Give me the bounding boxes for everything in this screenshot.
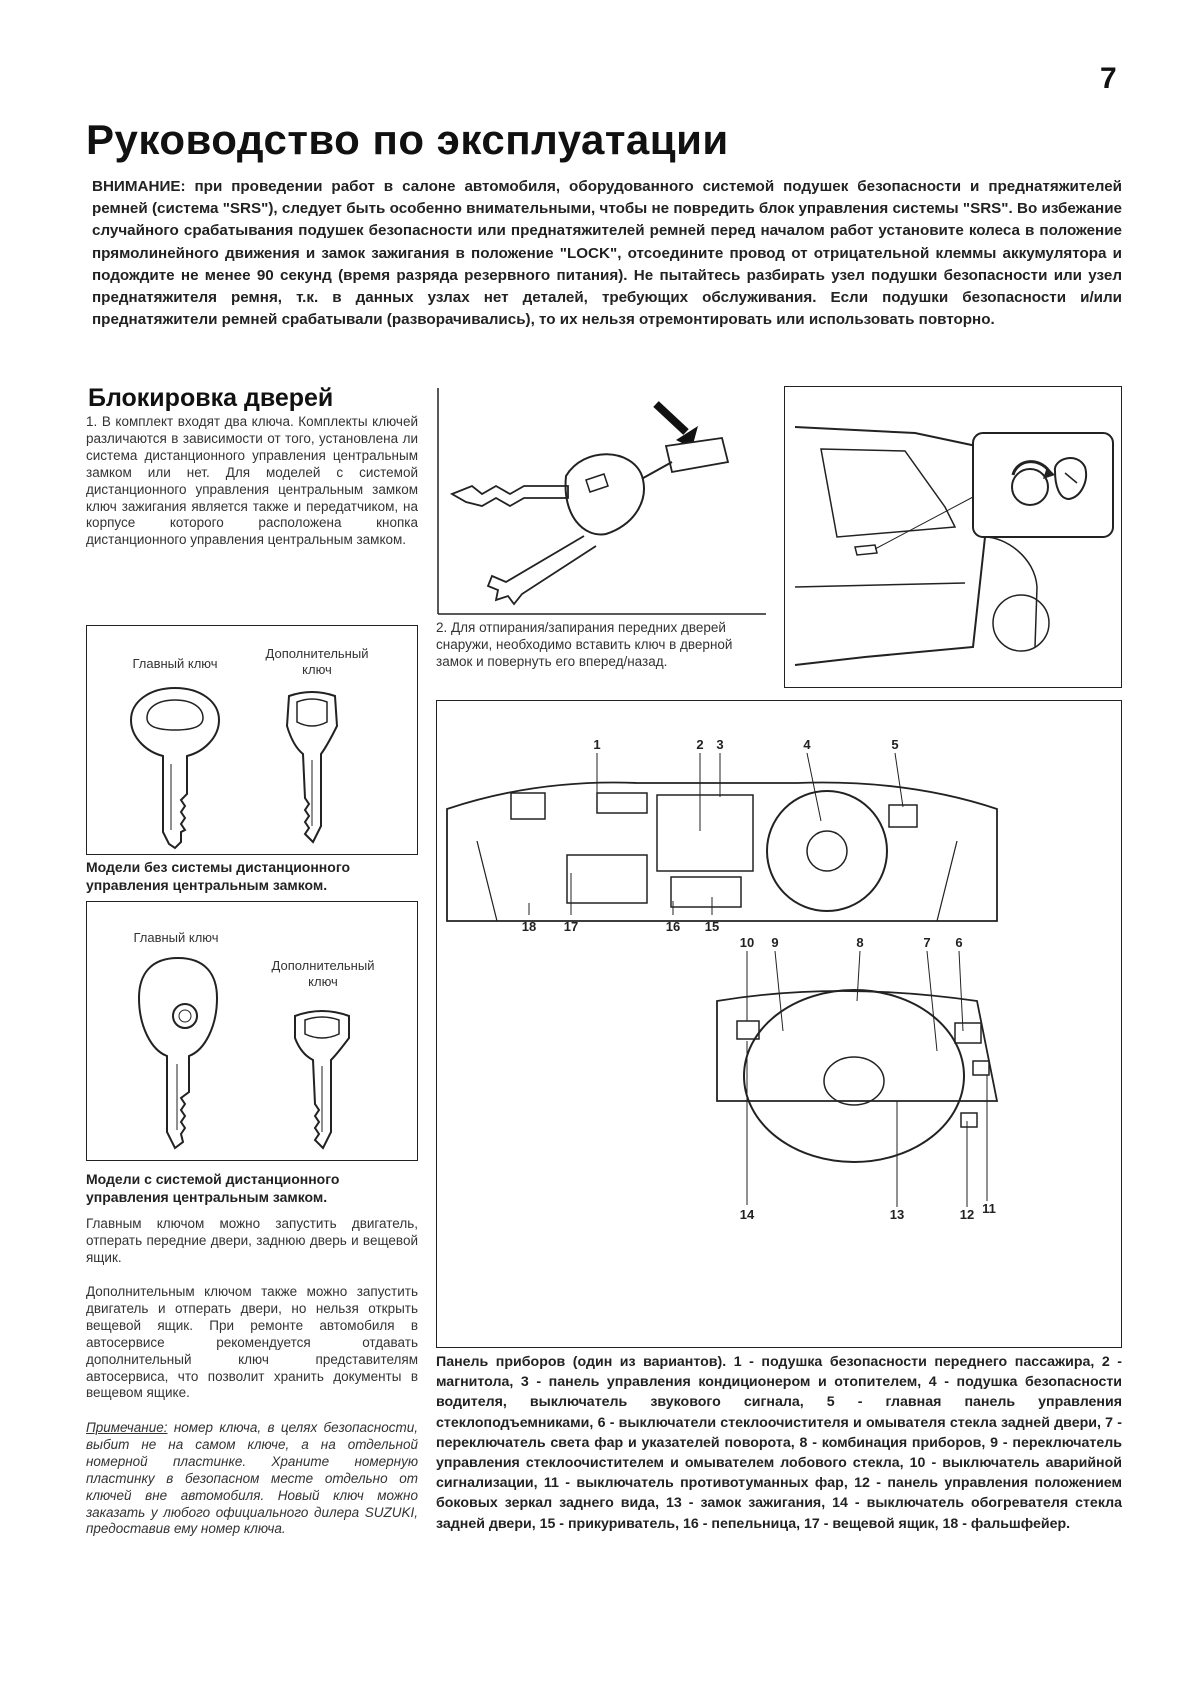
callout-5: 5	[891, 737, 899, 752]
keys-with-tag-illustration	[437, 388, 766, 615]
page-title: Руководство по эксплуатации	[86, 116, 729, 163]
main-key-label: Главный ключ	[132, 656, 218, 671]
door-lock-step-2: 2. Для отпирания/запирания передних двер…	[436, 620, 733, 669]
callout-8: 8	[856, 935, 864, 950]
callout-4: 4	[803, 737, 811, 752]
extra-key-label: Дополнительный ключ	[265, 646, 369, 677]
extra-key-icon	[294, 1010, 350, 1150]
callout-6: 6	[955, 935, 963, 950]
extra-key-icon	[285, 691, 339, 844]
callout-17: 17	[563, 919, 579, 934]
section-heading-door-lock: Блокировка дверей	[88, 384, 334, 412]
key-figure-2-caption: Модели с системой дистанционного управле…	[86, 1171, 340, 1205]
key-figure-without-remote: Главный ключ Дополнительный ключ	[86, 625, 418, 855]
callout-11: 11	[982, 1201, 996, 1216]
car-door-figure	[784, 386, 1122, 688]
key-number-note: Примечание: номер ключа, в целях безопас…	[86, 1420, 418, 1538]
dashboard-figure: 1 2 3 4 5 18 17 16 15 10 9 8 7 6 14 13 1…	[436, 700, 1122, 1348]
callout-1: 1	[593, 737, 601, 752]
door-lock-step-1: 1. В комплект входят два ключа. Комплект…	[86, 414, 418, 548]
callout-3: 3	[716, 737, 724, 752]
car-door-lock-illustration	[794, 426, 1114, 666]
dashboard-illustration	[446, 752, 999, 1207]
key-figure-1-caption: Модели без системы дистанционного управл…	[86, 859, 351, 893]
callout-10: 10	[739, 935, 755, 950]
callout-7: 7	[923, 935, 931, 950]
warning-label: ВНИМАНИЕ:	[92, 178, 186, 195]
callout-2: 2	[696, 737, 704, 752]
callout-16: 16	[665, 919, 681, 934]
note-prefix: Примечание:	[86, 1420, 168, 1435]
keys-paragraph-1: Главным ключом можно запустить двигатель…	[86, 1216, 418, 1265]
extra-key-label: Дополнительный ключ	[271, 958, 375, 989]
warning-text: при проведении работ в салоне автомобиля…	[92, 178, 1122, 329]
callout-15: 15	[704, 919, 720, 934]
remote-key-icon	[137, 956, 219, 1150]
page-number: 7	[1100, 62, 1117, 95]
note-text: номер ключа, в целях безопасности, выбит…	[86, 1420, 418, 1537]
dashboard-caption: Панель приборов (один из вариантов). 1 -…	[436, 1354, 1122, 1532]
callout-14: 14	[739, 1207, 755, 1222]
callout-13: 13	[889, 1207, 905, 1222]
callout-9: 9	[771, 935, 779, 950]
callout-18: 18	[521, 919, 537, 934]
key-figure-with-remote: Главный ключ Дополнительный ключ	[86, 901, 418, 1161]
callout-12: 12	[959, 1207, 975, 1222]
keys-paragraph-2: Дополнительным ключом также можно запуст…	[86, 1284, 418, 1401]
warning-paragraph: ВНИМАНИЕ: при проведении работ в салоне …	[92, 176, 1122, 331]
main-key-label: Главный ключ	[133, 930, 219, 945]
main-key-icon	[129, 686, 221, 850]
